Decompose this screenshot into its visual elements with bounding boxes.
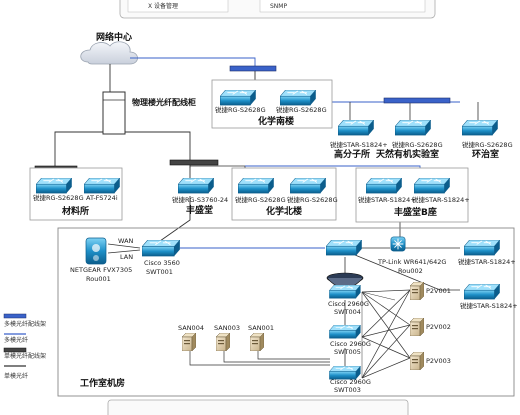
patch-cabinet[interactable]: [102, 91, 126, 135]
swt003-label-2: SWT003: [334, 386, 361, 394]
patch-cabinet-title: 物理楼光纤配线柜: [132, 97, 196, 107]
device-label: 锐捷RG-S2628G: [33, 193, 84, 202]
p2v-label: P2V003: [426, 357, 451, 365]
server-san003[interactable]: [216, 333, 230, 351]
dept-polymer: 锐捷STAR-S1824+ 高分子所: [330, 120, 388, 160]
patch-panel-fengsheng: [169, 159, 219, 166]
server-p2v003[interactable]: [410, 352, 424, 370]
device-label: 锐捷STAR-S1824+: [412, 195, 470, 204]
swt005-label-1: Cisco 2960G: [330, 340, 371, 348]
device-label: 锐捷STAR-S1824+: [330, 140, 388, 149]
legend-label: 多模光纤: [4, 336, 28, 344]
switch-materials-1[interactable]: [36, 178, 72, 194]
switch-fengsheng[interactable]: [178, 178, 214, 194]
group-title: 化学北楼: [266, 205, 302, 217]
device-label: 锐捷RG-S2628G: [392, 140, 443, 149]
top-tab-label: X 设备管理: [148, 2, 178, 10]
patch-panel-chem-south: [229, 65, 277, 72]
device-label: 锐捷RG-S2628G: [462, 140, 513, 149]
lan-label: LAN: [120, 253, 133, 261]
san-label: SAN003: [214, 324, 240, 332]
patch-panel-south-lab: [383, 97, 451, 104]
server-p2v001[interactable]: [410, 282, 424, 300]
switch-chem-north-1[interactable]: [238, 178, 274, 194]
router-label-2: Rou002: [398, 267, 423, 275]
swt003-label-1: Cisco 2960G: [330, 378, 371, 386]
device-label: 锐捷RG-S3760-24: [172, 195, 228, 204]
switch-right-1[interactable]: [464, 240, 500, 256]
legend-label: 单模光纤配线架: [4, 352, 46, 360]
router-tplink[interactable]: [390, 236, 406, 252]
server-p2v002[interactable]: [410, 318, 424, 336]
switch-fengsheng-b-1[interactable]: [366, 178, 402, 194]
dept-title: 环治室: [472, 148, 499, 160]
bottom-frame: [107, 399, 409, 415]
group-title: 化学南楼: [258, 115, 294, 127]
switch-chem-south-1[interactable]: [220, 90, 256, 106]
top-frame: X 设备管理 SNMP: [119, 0, 436, 19]
legend: 多模光纤配线架 多模光纤 单模光纤配线架 单模光纤: [3, 313, 46, 380]
device-label: 锐捷STAR-S1824+: [458, 257, 516, 266]
switch-materials-2[interactable]: [84, 178, 120, 194]
device-label: 锐捷RG-S2628G: [276, 105, 327, 114]
switch-swt005[interactable]: [329, 325, 361, 339]
device-label: 锐捷STAR-S1824+: [460, 301, 518, 310]
san-label: SAN001: [248, 324, 274, 332]
group-title: 材料所: [61, 205, 89, 217]
dept-natural-lab: 锐捷RG-S2628G 天然有机实验室: [376, 120, 443, 160]
swt005-label-2: SWT005: [334, 348, 361, 356]
switch-right-2[interactable]: [464, 284, 500, 300]
device-label: 锐捷STAR-S1824+: [358, 195, 416, 204]
switch-natural-lab[interactable]: [395, 120, 431, 136]
dept-env: 锐捷RG-S2628G 环治室: [462, 120, 513, 160]
san-label: SAN004: [178, 324, 204, 332]
dept-title: 丰盛堂: [186, 204, 213, 216]
swt004-label-1: Cisco 2960G: [328, 300, 369, 308]
legend-label: 单模光纤: [4, 372, 28, 380]
device-label: 锐捷RG-S2628G: [287, 195, 338, 204]
dept-fengsheng: 锐捷RG-S3760-24 丰盛堂: [172, 178, 228, 216]
firewall-label-2: Rou001: [86, 275, 111, 283]
p2v-label: P2V001: [426, 287, 451, 295]
office-title: 工作室机房: [80, 377, 125, 389]
dept-title: 天然有机实验室: [376, 148, 439, 160]
core-label-1: Cisco 3560: [144, 259, 180, 267]
switch-core-3560[interactable]: [142, 240, 180, 257]
switch-env[interactable]: [462, 120, 498, 136]
switch-fengsheng-b-2[interactable]: [414, 178, 450, 194]
device-firewall[interactable]: [85, 237, 107, 265]
wan-label: WAN: [118, 237, 134, 245]
switch-chem-south-2[interactable]: [280, 90, 316, 106]
switch-mid[interactable]: [326, 240, 362, 256]
group-materials: 锐捷RG-S2628G AT-FS724i 材料所: [29, 167, 123, 221]
group-chem-north: 锐捷RG-S2628G 锐捷RG-S2628G 化学北楼: [231, 167, 338, 221]
router-label-1: TP-Link WR641/642G: [377, 258, 446, 266]
switch-chem-north-2[interactable]: [290, 178, 326, 194]
legend-label: 多模光纤配线架: [4, 320, 46, 328]
core-label-2: SWT001: [146, 268, 173, 276]
cloud-label: 网络中心: [96, 31, 132, 43]
group-fengsheng-b: 锐捷STAR-S1824+ 锐捷STAR-S1824+ 丰盛堂B座: [355, 167, 470, 223]
legend-swatch-mm-panel: [3, 313, 27, 319]
snmp-label: SNMP: [270, 3, 287, 10]
group-chem-south: 锐捷RG-S2628G 锐捷RG-S2628G 化学南楼: [211, 79, 333, 129]
switch-polymer[interactable]: [338, 120, 374, 136]
p2v-label: P2V002: [426, 323, 451, 331]
server-san001[interactable]: [250, 333, 264, 351]
device-label: 锐捷RG-S2628G: [215, 105, 266, 114]
network-center-cloud[interactable]: 网络中心: [80, 31, 138, 65]
switch-swt004[interactable]: [329, 285, 361, 299]
device-label: 锐捷RG-S2628G: [235, 195, 286, 204]
group-title: 丰盛堂B座: [394, 206, 437, 218]
office-room: 工作室机房: [57, 227, 515, 397]
swt004-label-2: SWT004: [334, 308, 361, 316]
server-san004[interactable]: [182, 333, 196, 351]
firewall-label-1: NETGEAR FVX7305: [70, 266, 132, 274]
legend-swatch-sm-panel: [3, 347, 27, 353]
device-label: AT-FS724i: [86, 194, 118, 202]
dept-title: 高分子所: [334, 148, 370, 160]
